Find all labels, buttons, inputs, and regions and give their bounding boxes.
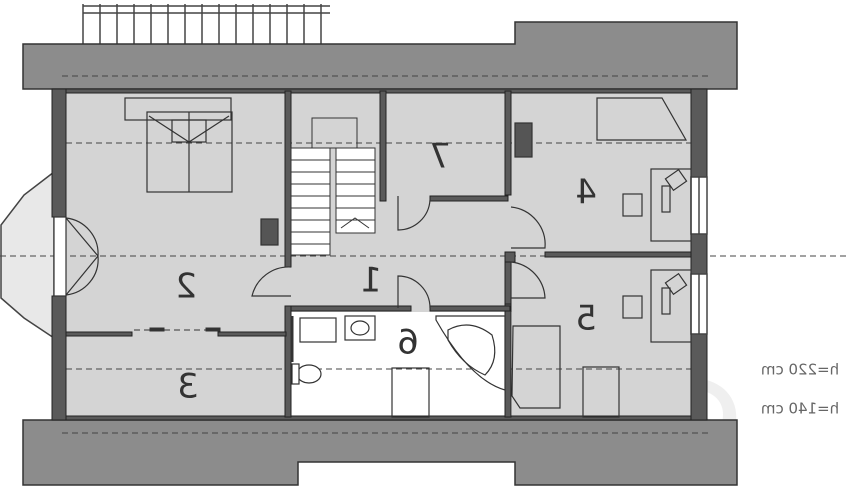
room3-partition	[134, 327, 221, 332]
double-bed	[124, 97, 279, 246]
room4-furniture	[514, 97, 692, 242]
ceiling-height-lines	[0, 75, 846, 434]
bay-doors	[53, 216, 99, 297]
walls	[51, 88, 708, 421]
wall-south	[65, 415, 692, 421]
wall-west-upper	[51, 88, 67, 218]
wall-stair-right	[379, 90, 387, 202]
wall-room5-left	[504, 261, 512, 305]
legend-low-height: h=140 cm	[761, 400, 839, 418]
room-number-1: 1	[360, 261, 382, 301]
wall-bath-top-2	[429, 305, 511, 312]
room5-furniture	[511, 269, 692, 418]
east-windows	[690, 176, 708, 335]
wall-room3-top-1	[65, 331, 133, 337]
wall-stair-left	[284, 90, 292, 268]
room-number-5: 5	[575, 299, 597, 339]
legend-full-height: h=220 cm	[761, 361, 839, 379]
wall-east-1	[690, 88, 708, 178]
wall-west-lower	[51, 295, 67, 421]
door-swings	[251, 196, 546, 309]
wall-bath-top-1	[290, 305, 412, 312]
room-number-4: 4	[575, 173, 597, 213]
room-number-6: 6	[397, 323, 419, 363]
room-number-3: 3	[177, 367, 199, 407]
roof-eaves	[22, 21, 738, 486]
wall-room3-top-2	[217, 331, 287, 337]
wall-north	[65, 88, 692, 94]
room-number-2: 2	[175, 267, 197, 307]
bathroom-fixtures	[290, 315, 506, 418]
wall-east-2	[690, 233, 708, 275]
bay-window	[0, 170, 55, 340]
staircase	[290, 117, 376, 256]
wall-7-bottom	[429, 195, 509, 202]
room-labels: 1 2 3 4 5 6 7	[175, 137, 597, 407]
wall-room4-left	[504, 90, 512, 196]
balcony-railing	[82, 4, 330, 44]
wall-bath-right	[504, 303, 512, 418]
height-legend: h=220 cm h=140 cm	[761, 361, 839, 418]
wall-bath-left	[284, 305, 292, 418]
wall-node	[504, 251, 516, 263]
room-number-7: 7	[429, 137, 451, 177]
wall-4-5	[544, 251, 692, 258]
wall-east-3	[690, 333, 708, 421]
